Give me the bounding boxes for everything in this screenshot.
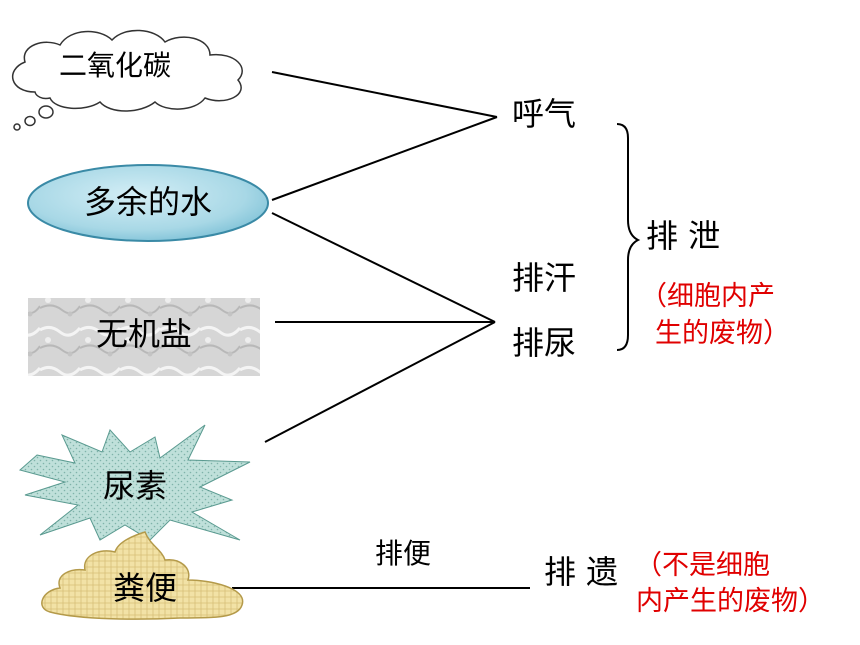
line-urea-to-urine [264,321,496,443]
connector-lines [232,71,641,589]
starburst-shape [18,424,251,541]
source-label-salt: 无机盐 [95,315,192,353]
route-label-breath: 呼气 [512,95,577,133]
source-label-feces: 粪便 [112,569,177,607]
route-label-urine: 排尿 [512,324,577,362]
line-co2-to-breath [271,71,498,118]
source-label-urea: 尿素 [102,467,167,505]
source-label-water: 多余的水 [83,183,212,221]
poop-shape [41,531,244,620]
excretion-label: 排 泄 [646,217,721,255]
excretion-brace [616,123,641,351]
egestion-edge-label: 排便 [375,537,432,570]
cloud-shape [11,29,243,131]
egestion-note-line2: 内产生的废物） [636,586,825,617]
egestion-note-line1: （不是细胞 [635,550,770,581]
cloud-bubble-small [13,123,21,131]
cloud-bubble-large [38,105,54,119]
cloud-bubble-medium [24,115,36,127]
excretion-note-line1: （细胞内产 [640,281,775,312]
ellipse-shape [27,164,269,242]
line-water-to-urine [271,212,496,323]
excretion-note-line2: 生的废物） [655,318,790,349]
source-label-co2: 二氧化碳 [58,49,171,82]
egestion-label: 排 遗 [544,553,619,591]
route-label-sweat: 排汗 [512,259,577,297]
line-water-to-breath [271,116,498,201]
rectangle-shape [28,298,260,376]
